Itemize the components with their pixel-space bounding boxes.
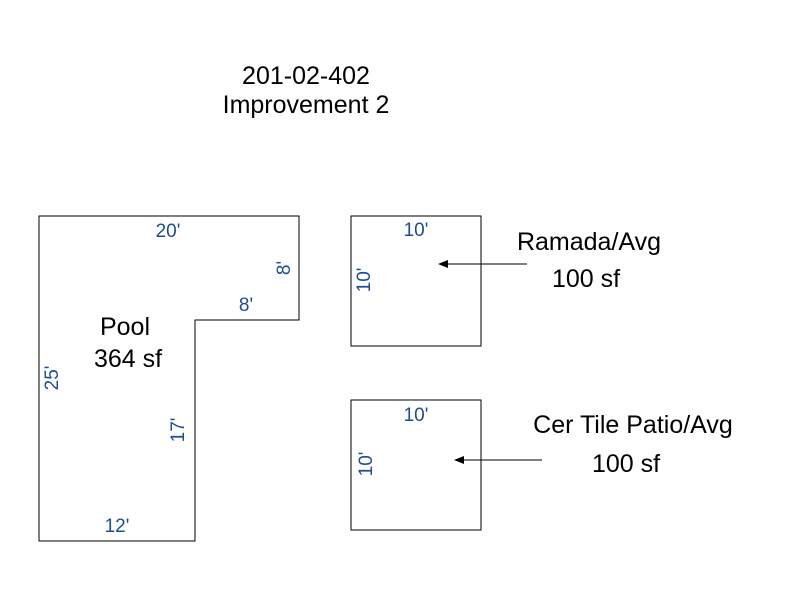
patio-arrowhead — [454, 456, 464, 464]
pool-dim-right: 8' — [274, 261, 295, 275]
pool-dim-top: 20' — [156, 221, 181, 242]
ramada-dim-left: 10' — [354, 268, 375, 293]
pool-dim-bottom: 12' — [105, 516, 130, 537]
ramada-area-label: 100 sf — [552, 265, 620, 293]
patio-area-label: 100 sf — [592, 450, 660, 478]
pool-area-label: 364 sf — [94, 345, 162, 373]
pool-name-label: Pool — [100, 313, 150, 341]
ramada-dim-top: 10' — [404, 220, 429, 241]
ramada-name-label: Ramada/Avg — [517, 228, 661, 256]
patio-callout: Cer Tile Patio/Avg 100 sf — [454, 411, 733, 478]
pool-dim-left: 25' — [42, 366, 63, 391]
patio-dim-left: 10' — [356, 452, 377, 477]
ramada-outline — [350, 215, 482, 347]
pool-outline — [38, 215, 300, 542]
parcel-number: 201-02-402 — [242, 62, 370, 90]
pool-dim-inner-side: 17' — [168, 418, 189, 443]
pool-shape: Pool 364 sf 20' 8' 8' 25' 17' 12' — [38, 215, 300, 542]
ramada-arrowhead — [438, 260, 448, 268]
patio-dim-top: 10' — [404, 405, 429, 426]
ramada-shape: 10' 10' — [350, 215, 482, 347]
patio-outline — [350, 399, 482, 531]
patio-shape: 10' 10' — [350, 399, 482, 531]
improvement-title: Improvement 2 — [223, 91, 390, 119]
pool-dim-inner-step: 8' — [239, 295, 253, 316]
patio-name-label: Cer Tile Patio/Avg — [533, 411, 733, 439]
ramada-callout: Ramada/Avg 100 sf — [438, 228, 661, 293]
